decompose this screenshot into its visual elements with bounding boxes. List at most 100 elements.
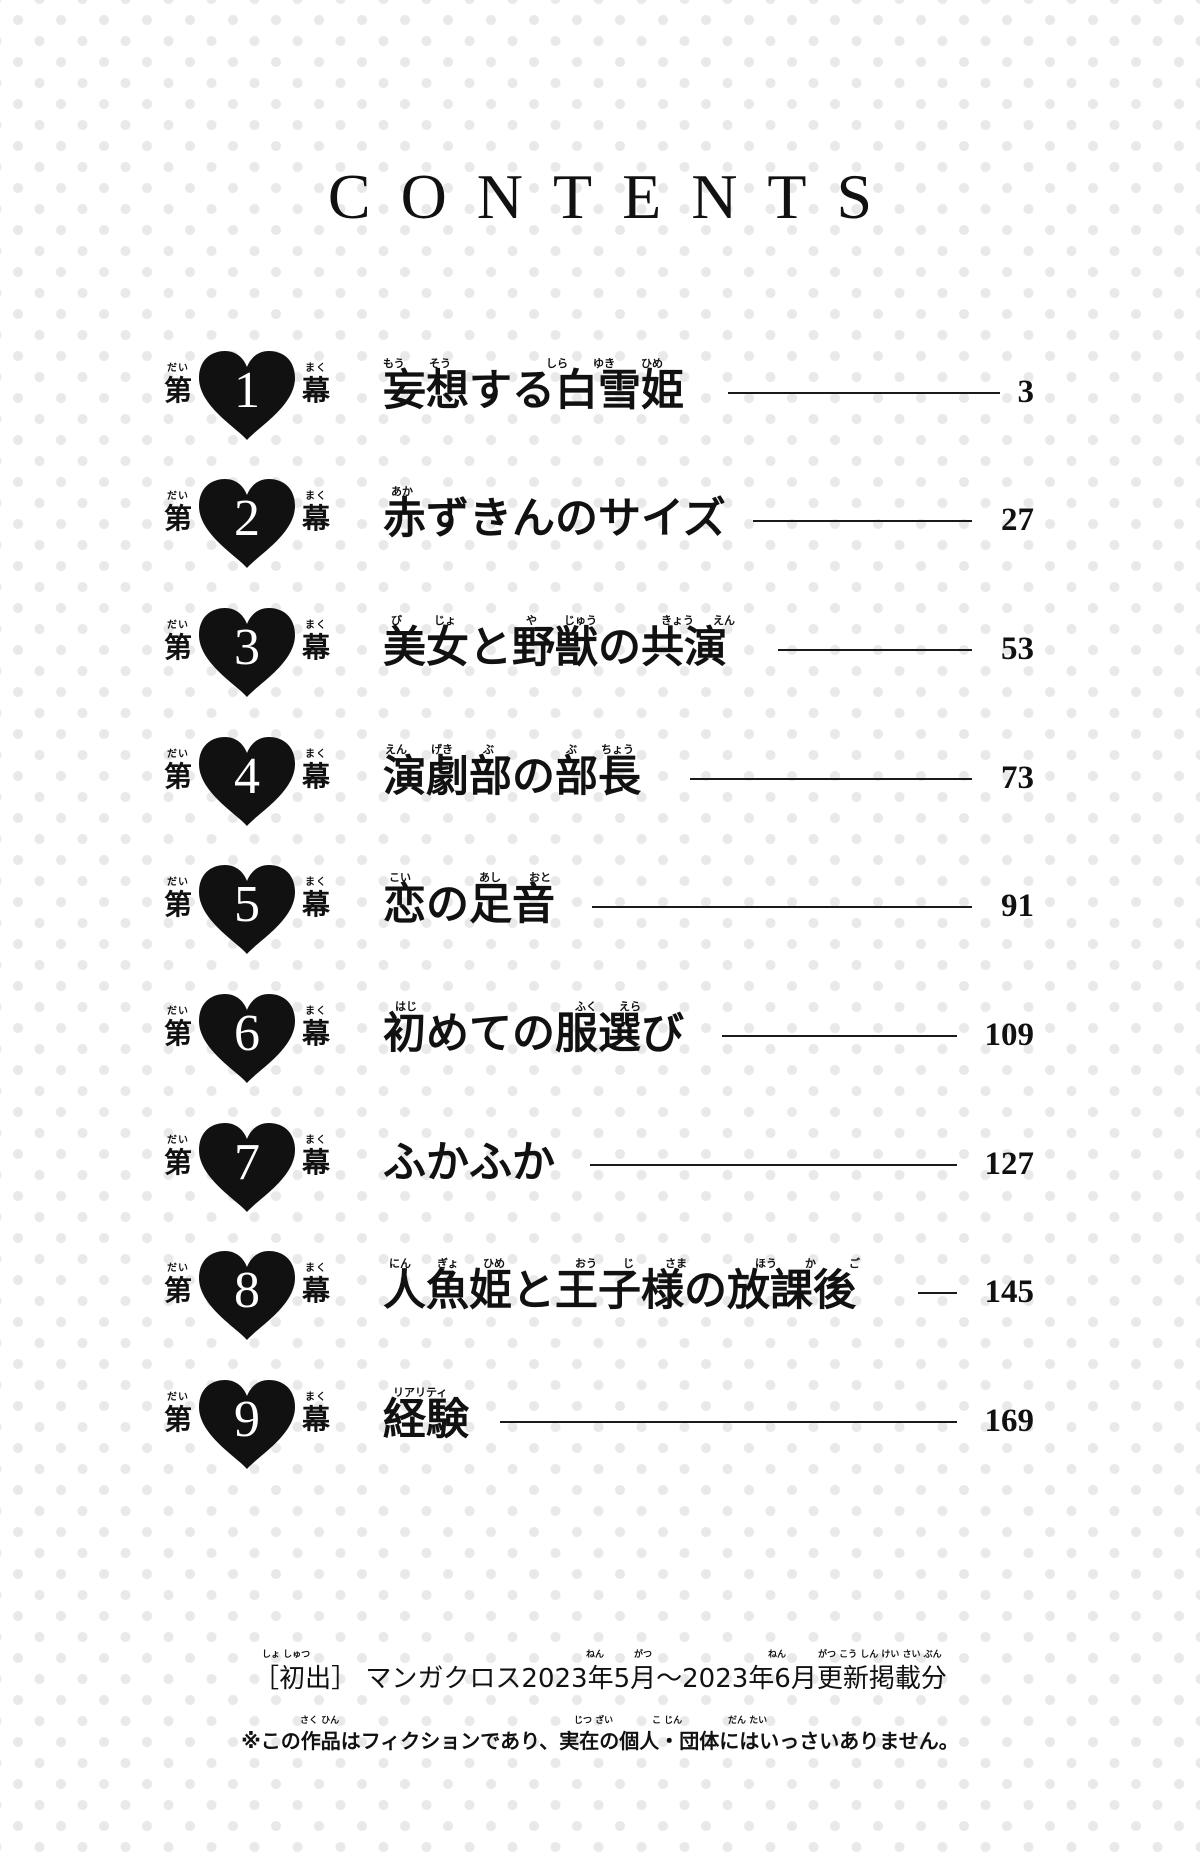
chapter-title[interactable]: 演劇部の部長 えんげきぶぶちょう [383,744,641,804]
dai-text: 第 [163,760,192,793]
furigana: こ じん [652,1716,683,1726]
chapter-title[interactable]: 初めての服選び はじふくえら [383,1001,684,1061]
furigana: おう [575,1257,597,1270]
chapter-title-text: ふかふか [383,1138,555,1188]
chapter-number: 8 [234,1262,260,1319]
dai-label: だい 第 [158,1135,198,1179]
toc-entry-1[interactable]: だい 第 1 まく 幕 妄想する白雪姫 もうそうしらゆきひめ 3 [0,350,1200,450]
maku-text: 幕 [301,502,330,535]
maku-text: 幕 [301,888,330,921]
dai-ruby: だい [167,1392,189,1403]
maku-label: まく 幕 [296,620,336,663]
furigana: あし [479,871,501,884]
page-number: 109 [984,1017,1035,1053]
toc-entry-5[interactable]: だい 第 5 まく 幕 恋の足音 こいあしおと 91 [0,864,1200,964]
maku-text: 幕 [301,1274,330,1307]
dai-ruby: だい [167,749,189,760]
furigana: ねん [586,1650,605,1660]
furigana: じつ ざい [574,1716,614,1726]
furigana: えん [713,614,735,627]
heart-icon [199,608,295,697]
maku-text: 幕 [301,1403,330,1436]
dai-label: だい 第 [158,491,198,535]
toc-entry-9[interactable]: だい 第 9 まく 幕 経験 リアリティ 169 [0,1379,1200,1479]
chapter-heart: 4 [197,736,297,828]
chapter-number: 5 [234,876,260,933]
dai-label: だい 第 [158,877,198,920]
furigana: や [526,614,537,627]
dai-text: 第 [163,1146,192,1179]
chapter-heart: 7 [197,1122,297,1214]
furigana: ねん [768,1650,787,1660]
toc-entry-8[interactable]: だい 第 8 まく 幕 人魚姫と王子様の放課後 にんぎょひめおうじさまほうかご … [0,1250,1200,1350]
furigana: じ [623,1257,634,1270]
chapter-title-text: 人魚姫と王子様の放課後 [383,1266,856,1316]
dai-ruby: だい [167,363,189,374]
chapter-title[interactable]: 経験 リアリティ [383,1387,469,1447]
dai-text: 第 [163,502,192,535]
furigana: ひめ [483,1257,505,1270]
chapter-heart: 6 [197,993,297,1085]
maku-label: まく 幕 [296,1392,336,1436]
dai-text: 第 [163,1017,192,1050]
heart-icon [199,351,295,440]
chapter-title[interactable]: 赤ずきんのサイズ あか [383,486,726,546]
heart-icon [199,865,295,954]
toc-entry-3[interactable]: だい 第 3 まく 幕 美女と野獣の共演 びじょやじゅうきょうえん 53 [0,607,1200,707]
maku-ruby: まく [305,363,327,374]
chapter-heart: 1 [197,350,297,442]
heart-icon [199,479,295,568]
chapter-title[interactable]: ふかふか [383,1136,555,1190]
chapter-number: 3 [234,619,260,676]
page-number: 145 [984,1274,1035,1310]
furigana: か [805,1257,816,1270]
page-title: CONTENTS [327,161,903,232]
toc-entry-2[interactable]: だい 第 2 まく 幕 赤ずきんのサイズ あか 27 [0,478,1200,578]
maku-label: まく 幕 [296,1263,336,1307]
chapter-number: 2 [234,490,260,547]
furigana: がつ こう しん けい さい ぶん [818,1650,942,1660]
dai-ruby: だい [167,877,189,888]
leader-line [590,1164,957,1166]
heart-icon [199,1251,295,1340]
toc-entry-7[interactable]: だい 第 7 まく 幕 ふかふか 127 [0,1122,1200,1222]
dai-ruby: だい [167,491,189,502]
heart-icon [199,1380,295,1469]
dai-text: 第 [163,1274,192,1307]
page-number: 53 [1001,631,1034,667]
maku-label: まく 幕 [296,1135,336,1179]
dai-label: だい 第 [158,1006,198,1050]
toc-entry-4[interactable]: だい 第 4 まく 幕 演劇部の部長 えんげきぶぶちょう 73 [0,736,1200,836]
dai-ruby: だい [167,1263,189,1274]
chapter-number: 4 [234,748,260,805]
leader-line [722,1035,957,1037]
toc-entry-6[interactable]: だい 第 6 まく 幕 初めての服選び はじふくえら 109 [0,993,1200,1093]
maku-text: 幕 [301,1146,330,1179]
chapter-title-text: 恋の足音 [383,880,555,930]
maku-label: まく 幕 [296,1006,336,1049]
maku-label: まく 幕 [296,491,336,535]
chapter-title[interactable]: 人魚姫と王子様の放課後 にんぎょひめおうじさまほうかご [383,1258,860,1318]
chapter-title-text: 妄想する白雪姫 [383,366,684,416]
chapter-title[interactable]: 美女と野獣の共演 びじょやじゅうきょうえん [383,615,735,675]
dai-text: 第 [163,631,192,664]
maku-text: 幕 [301,760,330,793]
chapter-title[interactable]: 恋の足音 こいあしおと [383,872,555,932]
leader-line [778,649,972,651]
furigana: にん [389,1257,411,1270]
leader-line [690,778,972,780]
chapter-title[interactable]: 妄想する白雪姫 もうそうしらゆきひめ [383,358,684,418]
chapter-title-text: 経験 [383,1395,469,1445]
page-number: 169 [984,1403,1035,1439]
furigana: えん [385,743,407,756]
maku-ruby: まく [305,1135,327,1146]
maku-ruby: まく [305,1263,327,1274]
chapter-title-text: 初めての服選び [383,1009,684,1059]
chapter-number: 7 [234,1134,260,1191]
maku-text: 幕 [301,374,330,407]
chapter-title-text: 演劇部の部長 [383,752,641,802]
furigana: あか [391,485,413,498]
furigana: もう [383,357,405,370]
furigana: がつ [634,1650,653,1660]
chapter-heart: 9 [197,1379,297,1471]
